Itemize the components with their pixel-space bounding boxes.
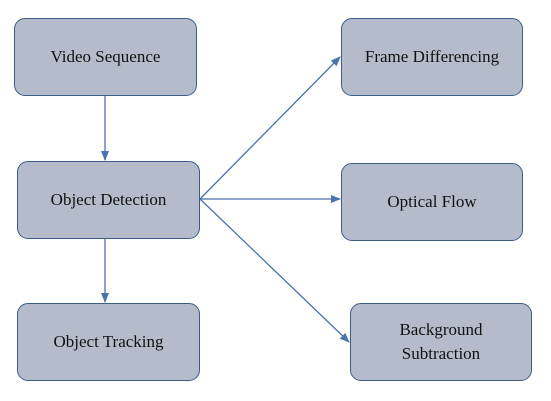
arrow-detection-to-background-subtraction bbox=[199, 198, 350, 343]
node-label: Object Detection bbox=[50, 190, 167, 209]
node-label: Optical Flow bbox=[387, 192, 477, 211]
node-optical-flow: Optical Flow bbox=[341, 163, 523, 241]
node-object-detection: Object Detection bbox=[17, 161, 200, 239]
node-video-sequence: Video Sequence bbox=[14, 18, 197, 96]
node-label: Background Subtraction bbox=[399, 320, 483, 363]
node-background-subtraction: Background Subtraction bbox=[350, 303, 532, 381]
arrow-detection-to-frame-differencing bbox=[199, 56, 341, 200]
node-label: Video Sequence bbox=[50, 47, 161, 66]
node-label: Frame Differencing bbox=[364, 47, 500, 66]
node-object-tracking: Object Tracking bbox=[17, 303, 200, 381]
node-label: Object Tracking bbox=[53, 332, 164, 351]
node-frame-differencing: Frame Differencing bbox=[341, 18, 523, 96]
